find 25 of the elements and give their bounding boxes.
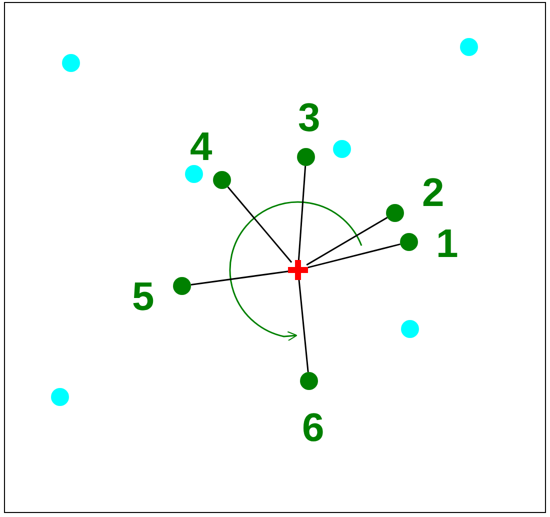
point-dot (213, 171, 231, 189)
point-dot (185, 165, 203, 183)
point-dot (300, 372, 318, 390)
point-dot (297, 148, 315, 166)
point-number: 3 (298, 98, 320, 138)
point-dot (386, 204, 404, 222)
center-cross-marker (288, 260, 308, 280)
connector-line (190, 270, 288, 286)
point-dot (400, 233, 418, 251)
connector-line (308, 243, 400, 268)
connector-line (298, 166, 306, 260)
point-number: 1 (436, 224, 458, 264)
connector-line (227, 186, 292, 263)
point-number: 4 (190, 127, 212, 167)
point-dot (173, 277, 191, 295)
point-dot (62, 54, 80, 72)
point-number: 5 (132, 277, 154, 317)
point-dot (333, 140, 351, 158)
connector-line (306, 216, 388, 266)
point-dot (401, 320, 419, 338)
point-number: 6 (302, 408, 324, 448)
connector-line (298, 280, 309, 372)
point-number: 2 (422, 173, 444, 213)
point-dot (51, 388, 69, 406)
point-dot (460, 38, 478, 56)
